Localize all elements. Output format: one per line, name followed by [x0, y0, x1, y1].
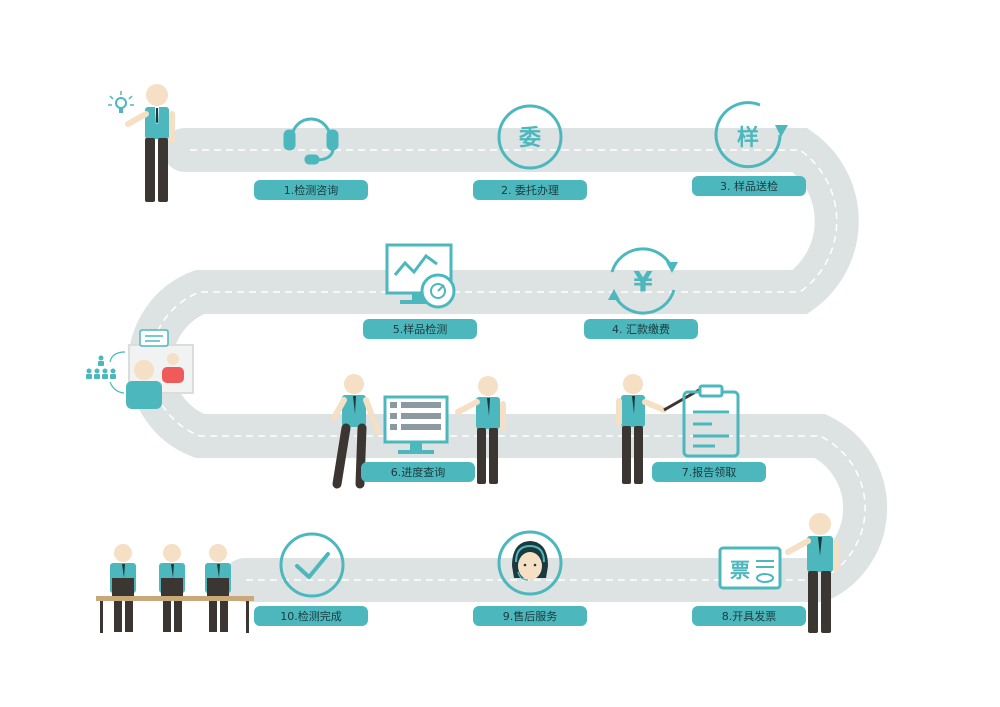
svg-text:样: 样: [737, 125, 759, 151]
commission-icon: 委: [497, 104, 563, 170]
step-label-7: 7.报告领取: [652, 462, 766, 482]
desk: [96, 596, 254, 601]
person-start: [125, 84, 175, 202]
yen-icon: ¥: [608, 247, 678, 315]
lightbulb-icon: [108, 91, 134, 113]
svg-text:8.开具发票: 8.开具发票: [722, 609, 777, 623]
svg-text:7.报告领取: 7.报告领取: [682, 465, 737, 479]
step-label-1: 1.检测咨询: [254, 180, 368, 200]
svg-text:2. 委托办理: 2. 委托办理: [501, 183, 559, 197]
road: [128, 128, 888, 602]
headset-icon: [283, 117, 339, 165]
step-label-2: 2. 委托办理: [473, 180, 587, 200]
step-label-9: 9.售后服务: [473, 606, 587, 626]
svg-text:6.进度查询: 6.进度查询: [391, 465, 446, 479]
step-label-10: 10.检测完成: [254, 606, 368, 626]
svg-text:3. 样品送检: 3. 样品送检: [720, 179, 778, 193]
person-walking: [331, 374, 381, 489]
person-with-pointer: [616, 374, 708, 484]
step-label-4: 4. 汇款缴费: [584, 319, 698, 339]
step-label-6: 6.进度查询: [361, 462, 475, 482]
svg-text:4. 汇款缴费: 4. 汇款缴费: [612, 322, 670, 336]
step-label-5: 5.样品检测: [363, 319, 477, 339]
checkmark-icon: [279, 532, 345, 598]
team-network-icon: [86, 351, 126, 394]
screen-icon: [383, 395, 449, 454]
svg-text:票: 票: [730, 558, 750, 582]
svg-text:5.样品检测: 5.样品检测: [393, 322, 448, 336]
team-at-desk: [96, 544, 254, 633]
monitor-chart-icon: [385, 243, 456, 309]
step-label-3: 3. 样品送检: [692, 176, 806, 196]
sample-icon: 样: [714, 101, 788, 169]
invoice-icon: 票: [718, 546, 782, 590]
step-label-8: 8.开具发票: [692, 606, 806, 626]
video-call-icon: [126, 329, 194, 409]
svg-text:1.检测咨询: 1.检测咨询: [284, 183, 339, 197]
laptop-icon: [112, 578, 229, 596]
svg-text:10.检测完成: 10.检测完成: [280, 609, 342, 623]
person-presenting: [455, 376, 506, 484]
svg-text:¥: ¥: [633, 265, 653, 298]
report-icon: [682, 384, 740, 458]
support-agent-icon: [497, 530, 563, 596]
person-end: [785, 513, 839, 633]
svg-text:9.售后服务: 9.售后服务: [503, 609, 558, 623]
svg-text:委: 委: [519, 126, 541, 151]
